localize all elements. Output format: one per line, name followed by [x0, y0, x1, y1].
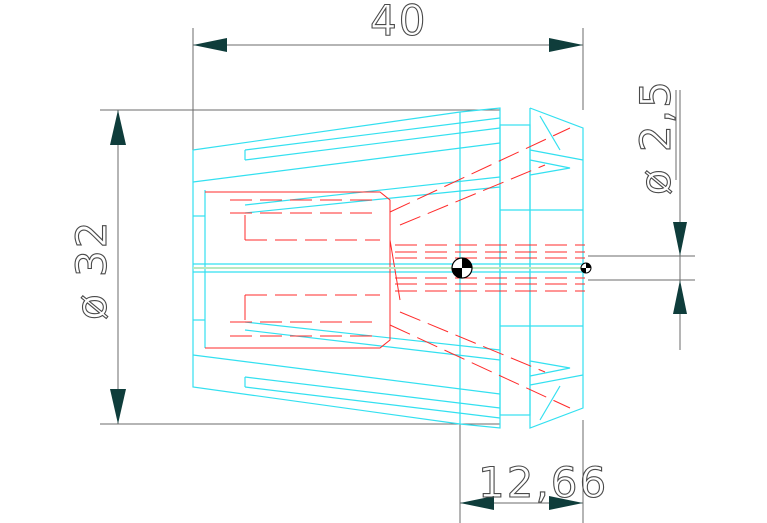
arrowhead-left-small — [460, 496, 494, 510]
dimension-label-diameter-2-5: ø 2,5 — [631, 79, 680, 195]
arrowhead-right-small — [549, 496, 583, 510]
dimension-diameter-2-5: ø 2,5 — [588, 79, 695, 350]
dimension-diameter-32: ø 32 — [66, 109, 500, 425]
centre-marker-small — [580, 262, 592, 274]
dimension-length-12-66: 12,66 — [459, 420, 608, 523]
arrowhead-left — [193, 38, 227, 52]
arrowhead-top — [110, 110, 126, 145]
dimension-label-diameter-32: ø 32 — [67, 220, 116, 321]
dimension-label-12-66: 12,66 — [478, 458, 608, 507]
arrowhead-right — [549, 38, 583, 52]
dimension-length-40: 40 — [192, 0, 584, 150]
arrowhead-upper — [673, 222, 687, 256]
arrowhead-bottom — [110, 389, 126, 424]
hidden-lines — [205, 127, 585, 409]
dimension-label-length: 40 — [370, 0, 427, 45]
arrowhead-lower — [673, 280, 687, 314]
centre-marker-large — [451, 257, 473, 279]
